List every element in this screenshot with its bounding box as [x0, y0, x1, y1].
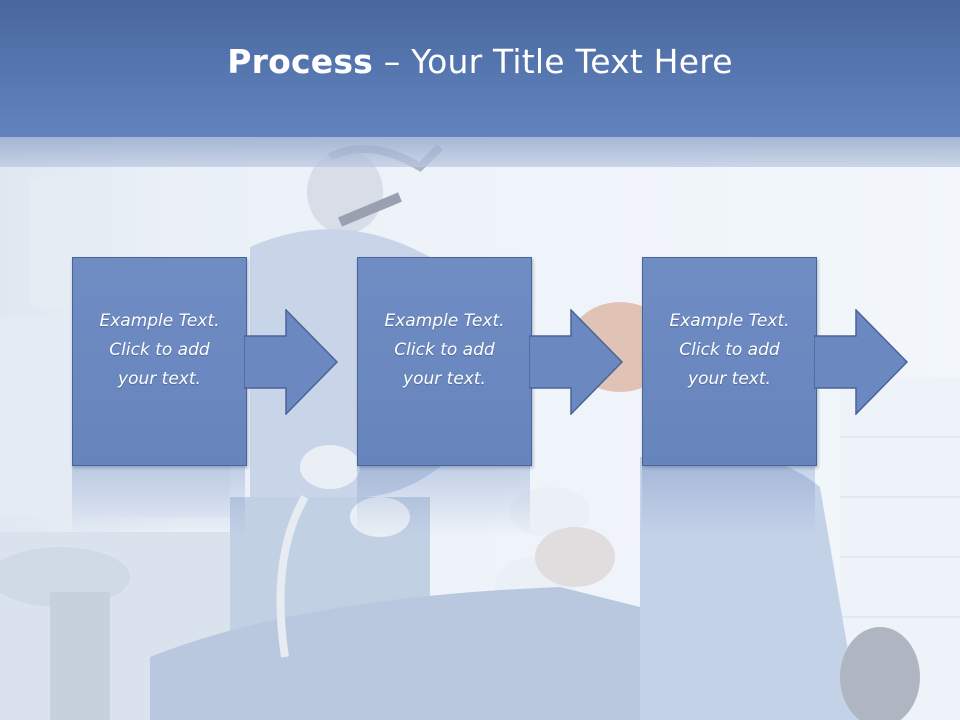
right-arrow-icon: [244, 309, 339, 415]
process-step-2-text[interactable]: Example Text. Click to add your text.: [370, 307, 520, 394]
process-step-3-reflection: [642, 466, 815, 536]
process-step-1[interactable]: Example Text. Click to add your text.: [72, 257, 247, 466]
right-arrow-icon: [529, 309, 624, 415]
title-bar: Process – Your Title Text Here: [0, 0, 960, 137]
slide-title[interactable]: Process – Your Title Text Here: [227, 42, 733, 81]
step-line: Click to add: [679, 340, 780, 360]
step-line: your text.: [688, 369, 771, 389]
step-line: your text.: [118, 369, 201, 389]
step-line: Click to add: [109, 340, 210, 360]
step-line: Example Text.: [669, 311, 790, 331]
step-line: Example Text.: [384, 311, 505, 331]
right-arrow-icon: [814, 309, 909, 415]
slide-title-bold: Process: [227, 42, 374, 81]
process-step-1-reflection: [72, 466, 245, 536]
step-line: Click to add: [394, 340, 495, 360]
process-step-3-text[interactable]: Example Text. Click to add your text.: [655, 307, 805, 394]
process-step-2[interactable]: Example Text. Click to add your text.: [357, 257, 532, 466]
process-step-3[interactable]: Example Text. Click to add your text.: [642, 257, 817, 466]
title-subband: [0, 137, 960, 167]
step-line: Example Text.: [99, 311, 220, 331]
process-step-2-reflection: [357, 466, 530, 536]
step-line: your text.: [403, 369, 486, 389]
process-step-1-text[interactable]: Example Text. Click to add your text.: [85, 307, 235, 394]
slide-title-rest: – Your Title Text Here: [373, 42, 733, 81]
